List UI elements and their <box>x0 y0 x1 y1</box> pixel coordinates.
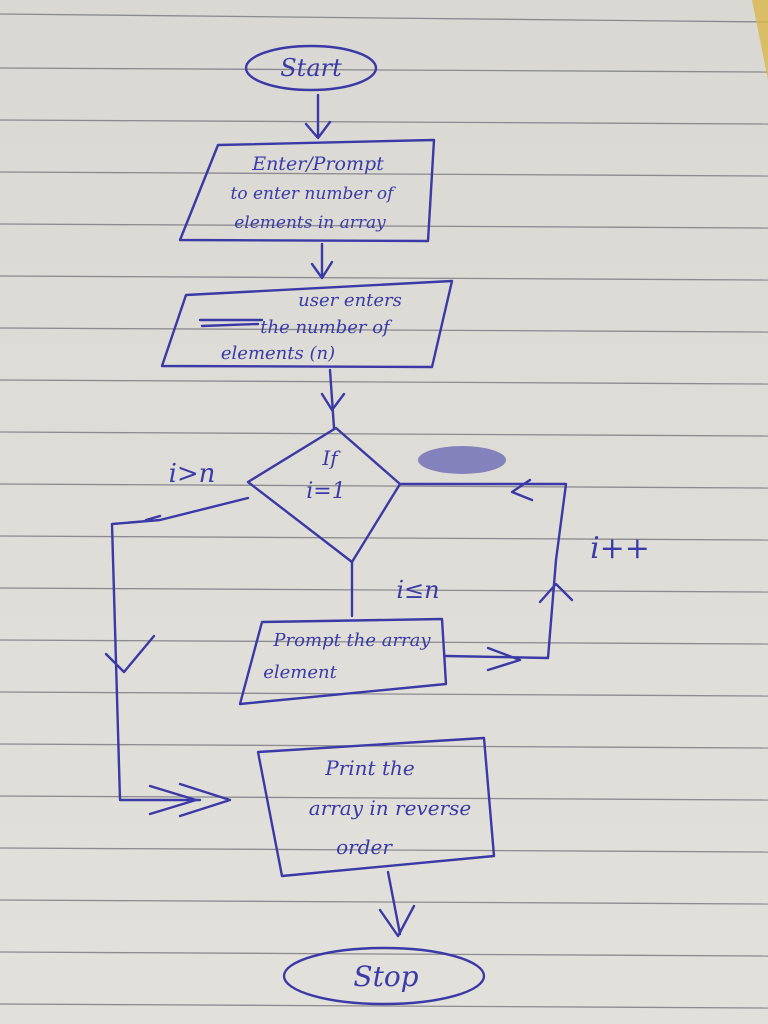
prompt-count-line-3: elements in array <box>234 213 386 233</box>
arrow-false-path <box>110 496 250 802</box>
user-input-line-1: user enters <box>298 290 402 311</box>
arrowhead <box>510 478 534 502</box>
arrow-start-to-prompt <box>304 93 332 140</box>
ruled-lines <box>0 13 768 1009</box>
prompt-element-line-2: element <box>263 662 337 683</box>
print-line-3: order <box>336 835 393 859</box>
arrow-input-to-decision <box>320 368 346 430</box>
prompt-count-line-1: Enter/Prompt <box>251 153 384 175</box>
decision-diamond: If i=1 <box>246 426 402 564</box>
stop-terminal: Stop <box>282 946 486 1006</box>
print-line-1: Print the <box>324 756 414 780</box>
user-input-line-3: elements (n) <box>221 343 335 364</box>
prompt-element-box: Prompt the array element <box>238 617 448 706</box>
arrowhead <box>486 646 522 672</box>
user-input-line-2: the number of <box>260 317 393 338</box>
stop-label: Stop <box>353 960 418 993</box>
branch-true-label: i≤n <box>396 576 439 604</box>
background-object <box>752 0 768 80</box>
arrowhead <box>104 634 156 674</box>
prompt-element-line-1: Prompt the array <box>272 630 431 651</box>
arrow-prompt-to-input <box>310 242 334 280</box>
print-line-2: array in reverse <box>309 796 471 820</box>
decision-line-2: i=1 <box>306 479 345 504</box>
start-label: Start <box>280 54 342 82</box>
decision-line-1: If <box>321 446 341 470</box>
arrowhead <box>538 582 574 604</box>
scribble <box>198 318 264 328</box>
scribble <box>418 446 506 474</box>
arrow-print-to-stop <box>378 870 416 938</box>
increment-label: i++ <box>590 531 650 566</box>
start-terminal: Start <box>244 44 378 92</box>
user-input-box: user enters the number of elements (n) <box>160 279 454 369</box>
arrowhead <box>144 514 162 522</box>
prompt-count-line-2: to enter number of <box>231 184 397 204</box>
arrowhead-to-print <box>148 782 232 818</box>
prompt-count-box: Enter/Prompt to enter number of elements… <box>178 138 436 243</box>
branch-false-label: i>n <box>169 459 216 489</box>
print-box: Print the array in reverse order <box>256 736 496 878</box>
